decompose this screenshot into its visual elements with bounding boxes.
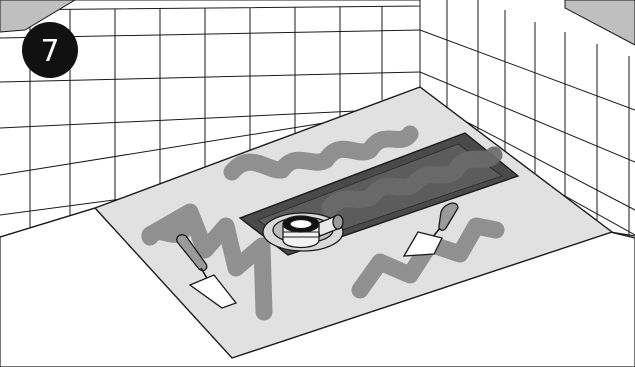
floor-drain-icon [263, 213, 343, 251]
adhesive-stroke-far-left [150, 232, 182, 237]
ceiling-edge [0, 0, 635, 45]
step-number: 7 [40, 34, 59, 69]
step-number-badge: 7 [22, 22, 78, 78]
